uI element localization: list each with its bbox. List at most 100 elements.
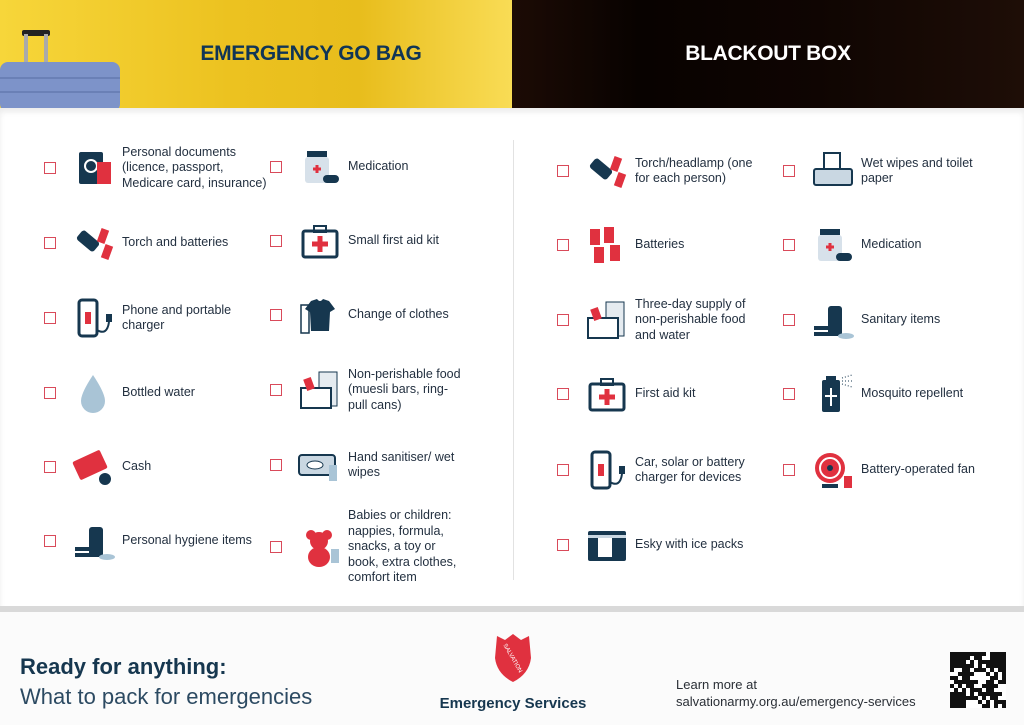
toilet-paper-icon <box>809 148 855 194</box>
checkbox[interactable] <box>557 165 569 177</box>
first-aid-icon <box>296 218 342 264</box>
salvation-army-logo: SALVATION Emergency Services <box>438 632 588 712</box>
item-label: Esky with ice packs <box>635 537 744 552</box>
hygiene-icon <box>809 297 855 343</box>
checkbox[interactable] <box>44 535 56 547</box>
checkbox[interactable] <box>783 239 795 251</box>
column-divider <box>513 140 514 580</box>
checkbox[interactable] <box>557 388 569 400</box>
checkbox[interactable] <box>783 388 795 400</box>
checkbox[interactable] <box>557 539 569 551</box>
food-icon <box>296 367 342 413</box>
suitcase-icon <box>0 30 120 108</box>
checklist-item: Batteries <box>557 215 760 275</box>
checklist-item: Car, solar or battery charger for device… <box>557 440 760 500</box>
checklist-item: Three-day supply of non-perishable food … <box>557 290 760 350</box>
medication-icon <box>809 222 855 268</box>
checkbox[interactable] <box>557 464 569 476</box>
blackout-box-header: BLACKOUT BOX <box>512 0 1024 108</box>
item-label: Babies or children: nappies, formula, sn… <box>348 508 457 585</box>
torch-icon <box>583 148 629 194</box>
item-label: Personal documents (licence, passport, M… <box>122 144 267 190</box>
qr-code[interactable] <box>950 652 1006 708</box>
item-label: Torch/headlamp (one for each person) <box>635 155 753 186</box>
checklist-item: Change of clothes <box>270 285 463 345</box>
item-label: Hand sanitiser/ wet wipes <box>348 449 455 480</box>
item-label: Car, solar or battery charger for device… <box>635 454 745 485</box>
checklist-item: Personal hygiene items <box>44 511 272 571</box>
footer-headline: Ready for anything: <box>20 654 227 679</box>
item-label: Bottled water <box>122 385 195 400</box>
checkbox[interactable] <box>44 237 56 249</box>
checkbox[interactable] <box>270 161 282 173</box>
emergency-go-bag-header: EMERGENCY GO BAG <box>0 0 512 108</box>
checklist-item: Medication <box>783 215 981 275</box>
sanitiser-icon <box>296 442 342 488</box>
checklist-item: Phone and portable charger <box>44 288 272 348</box>
checklist-item: First aid kit <box>557 364 760 424</box>
checklist-item: Non-perishable food (muesli bars, ring-p… <box>270 360 463 420</box>
item-label: Battery-operated fan <box>861 462 975 477</box>
item-label: Sanitary items <box>861 312 941 327</box>
passport-icon <box>70 145 116 191</box>
item-label: Wet wipes and toilet paper <box>861 155 973 186</box>
item-label: Torch and batteries <box>122 235 229 250</box>
checklist-item: Cash <box>44 437 272 497</box>
checklist-item: Small first aid kit <box>270 211 463 271</box>
learn-more-label: Learn more at <box>676 677 757 692</box>
checklist-item: Torch and batteries <box>44 213 272 273</box>
item-label: Mosquito repellent <box>861 386 964 401</box>
food-icon <box>583 297 629 343</box>
footer-subline: What to pack for emergencies <box>20 684 313 709</box>
checkbox[interactable] <box>270 541 282 553</box>
hygiene-icon <box>70 518 116 564</box>
item-label: Non-perishable food (muesli bars, ring-p… <box>348 366 461 412</box>
item-label: Change of clothes <box>348 307 449 322</box>
phone-charger-icon <box>583 447 629 493</box>
shield-logo-icon: SALVATION <box>495 634 531 682</box>
esky-icon <box>583 522 629 568</box>
go-bag-title: EMERGENCY GO BAG <box>200 42 422 65</box>
item-label: Personal hygiene items <box>122 533 252 548</box>
clothes-icon <box>296 292 342 338</box>
checkbox[interactable] <box>270 309 282 321</box>
checkbox[interactable] <box>44 387 56 399</box>
item-label: Three-day supply of non-perishable food … <box>635 296 746 342</box>
checkbox[interactable] <box>783 165 795 177</box>
checklist-item: Medication <box>270 137 463 197</box>
item-label: Medication <box>348 159 409 174</box>
checkbox[interactable] <box>44 312 56 324</box>
batteries-icon <box>583 222 629 268</box>
fan-icon <box>809 447 855 493</box>
checkbox[interactable] <box>557 314 569 326</box>
checkbox[interactable] <box>44 162 56 174</box>
checklist-item: Babies or children: nappies, formula, sn… <box>270 508 463 584</box>
checkbox[interactable] <box>270 384 282 396</box>
medication-icon <box>296 144 342 190</box>
checklist-item: Hand sanitiser/ wet wipes <box>270 435 463 495</box>
checkbox[interactable] <box>557 239 569 251</box>
checklist-item: Mosquito repellent <box>783 364 981 424</box>
checklist-item: Esky with ice packs <box>557 515 760 575</box>
item-label: Medication <box>861 237 922 252</box>
website-link[interactable]: salvationarmy.org.au/emergency-services <box>676 694 916 709</box>
spray-icon <box>809 371 855 417</box>
cash-icon <box>70 444 116 490</box>
blackout-box-title: BLACKOUT BOX <box>685 42 851 65</box>
checkbox[interactable] <box>44 461 56 473</box>
item-label: Phone and portable charger <box>122 302 232 333</box>
item-label: Small first aid kit <box>348 233 439 248</box>
item-label: Cash <box>122 459 152 474</box>
phone-charger-icon <box>70 295 116 341</box>
checkbox[interactable] <box>783 314 795 326</box>
torch-icon <box>70 220 116 266</box>
checklist-item: Personal documents (licence, passport, M… <box>44 138 272 198</box>
checklist-item: Sanitary items <box>783 290 981 350</box>
checklist-item: Battery-operated fan <box>783 440 981 500</box>
first-aid-icon <box>583 371 629 417</box>
checklist-item: Wet wipes and toilet paper <box>783 141 981 201</box>
emergency-services-label: Emergency Services <box>439 695 587 712</box>
checkbox[interactable] <box>783 464 795 476</box>
checkbox[interactable] <box>270 235 282 247</box>
checkbox[interactable] <box>270 459 282 471</box>
